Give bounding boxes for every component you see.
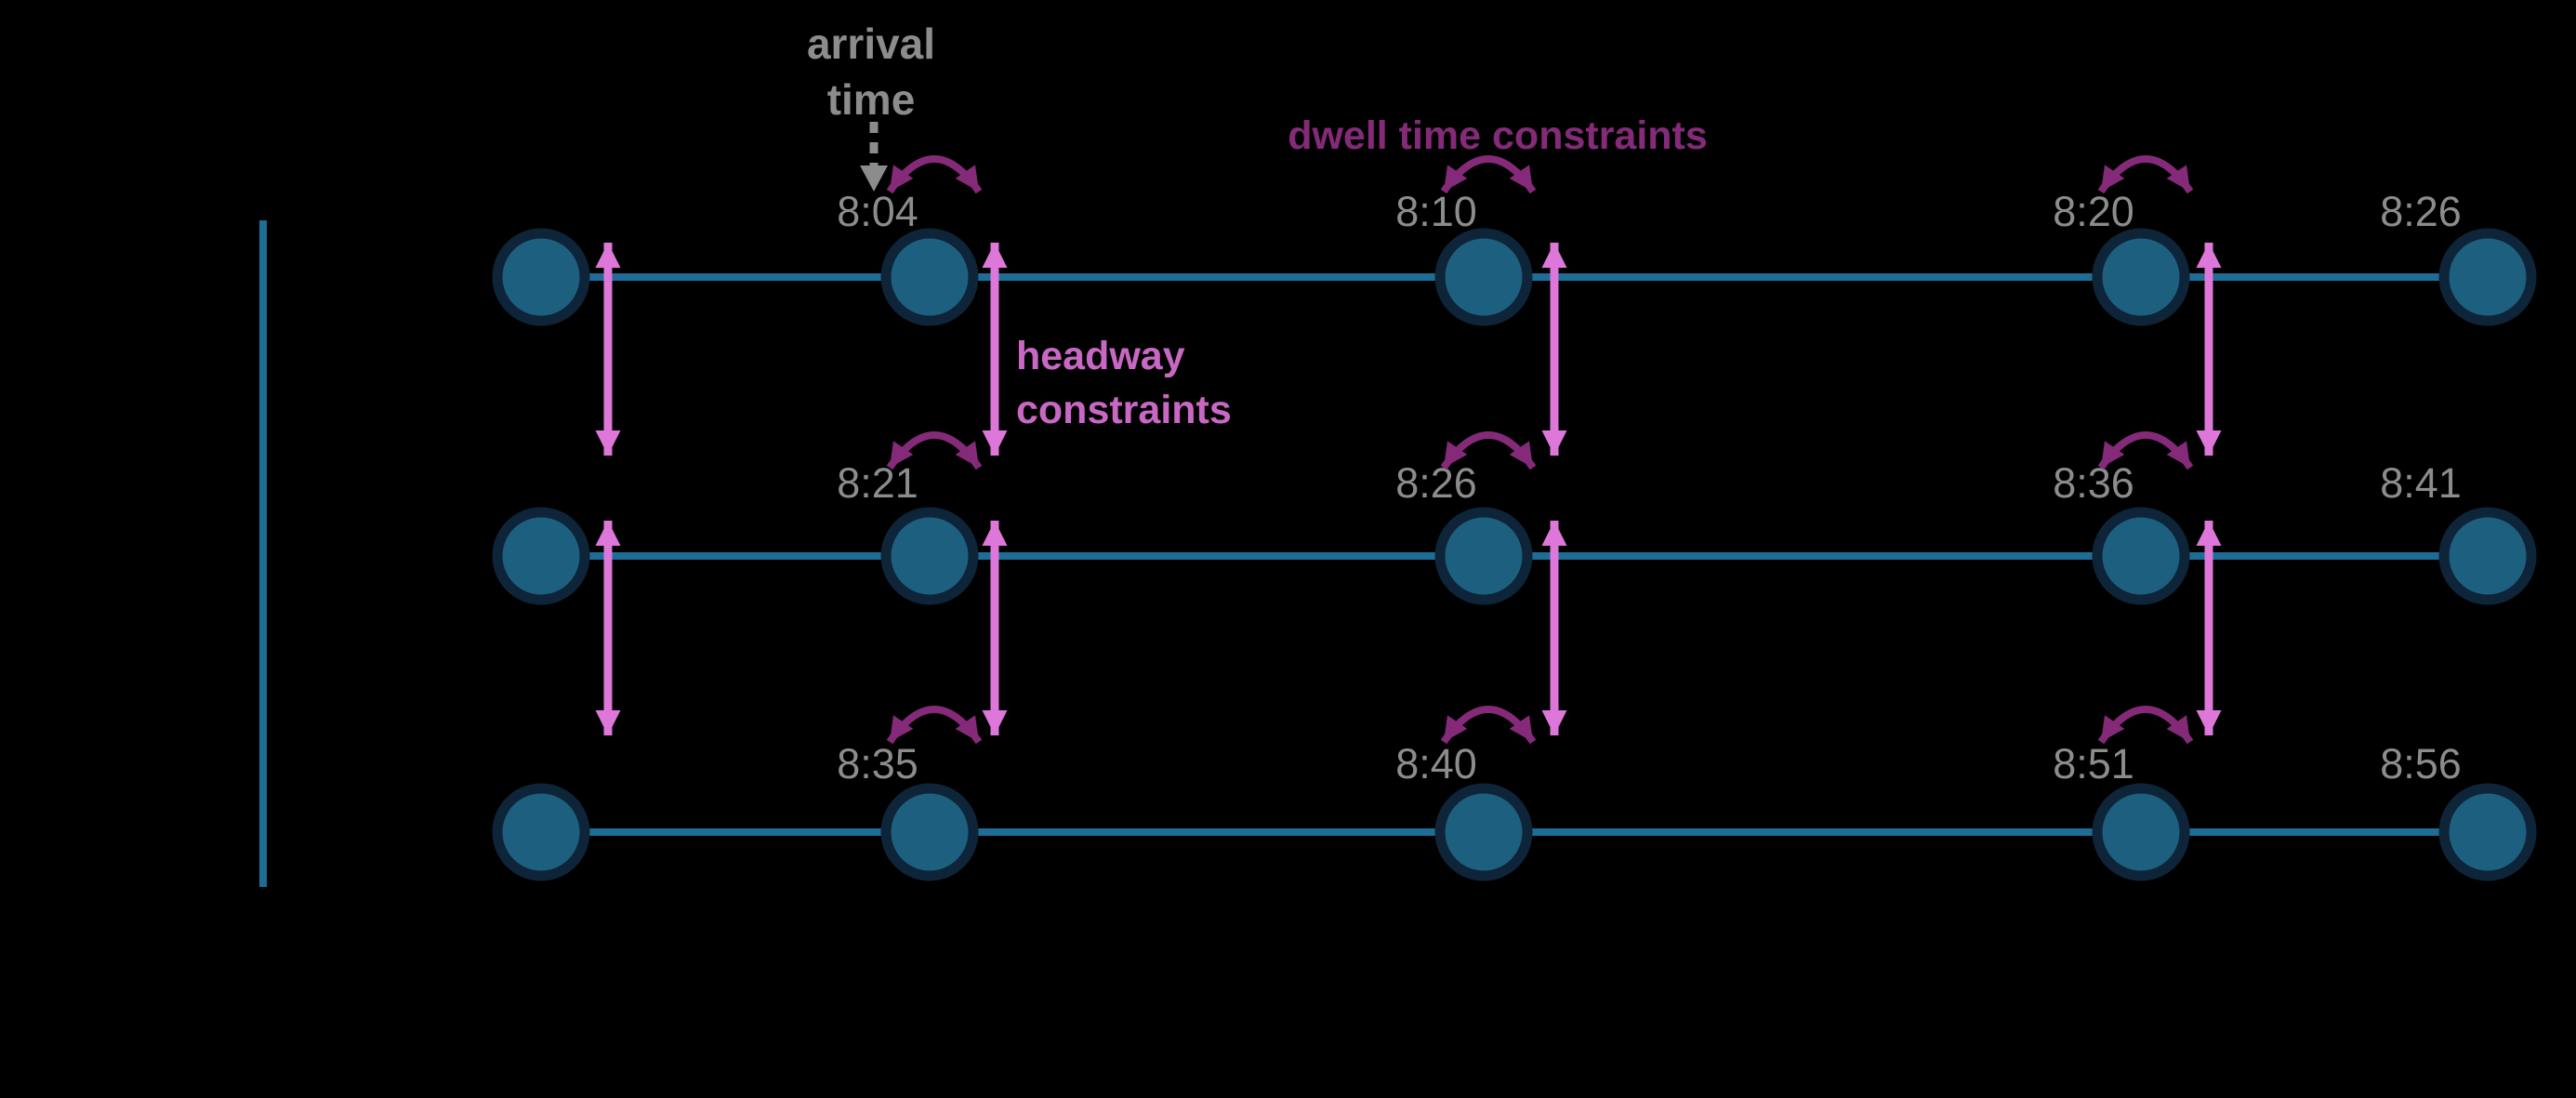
train-2-arrival-time-label-4: 8:36 (2053, 459, 2134, 507)
train-3-station-node-3 (1434, 783, 1533, 881)
headway-constraints-annotation-line2: constraints (1016, 388, 1232, 432)
dwell-arrow-row3-3 (2097, 706, 2194, 745)
train-1-arrival-time-label-4: 8:20 (2053, 188, 2134, 235)
train-2-station-node-4 (2092, 507, 2190, 605)
dwell-arrow-row2-3 (2097, 431, 2194, 470)
train-1-station-node-4 (2092, 228, 2190, 326)
dwell-arrow-row1-2 (1440, 155, 1537, 194)
arrival-time-pointer-arrowhead-icon (860, 165, 888, 192)
train-2-station-node-3 (1434, 507, 1533, 605)
dwell-arrow-row2-2 (1440, 431, 1537, 470)
train-2-station-node-2 (880, 507, 979, 605)
train-1-station-node-5 (2438, 228, 2537, 326)
train-1-station-node-3 (1434, 228, 1533, 326)
train-1-station-node-2 (880, 228, 979, 326)
dwell-arrow-row3-2 (1440, 706, 1537, 745)
train-3-station-node-2 (880, 783, 979, 881)
train-3-arrival-time-label-3: 8:40 (1395, 740, 1477, 787)
train-2-arrival-time-label-2: 8:21 (837, 459, 918, 507)
dwell-time-constraints-annotation: dwell time constraints (1288, 113, 1708, 158)
train-1-station-node-1 (492, 228, 590, 326)
dwell-arrow-row3-1 (886, 706, 983, 745)
train-1-arrival-time-label-5: 8:26 (2380, 188, 2462, 235)
train-1-arrival-time-label-3: 8:10 (1395, 188, 1477, 235)
arrival-time-annotation-line1: arrival (807, 20, 935, 68)
train-2-station-node-1 (492, 507, 590, 605)
train-3-arrival-time-label-5: 8:56 (2380, 740, 2462, 787)
train-3-station-node-4 (2092, 783, 2190, 881)
train-2-arrival-time-label-3: 8:26 (1395, 459, 1477, 507)
train-1-arrival-time-label-2: 8:04 (837, 188, 918, 235)
train-3-station-node-1 (492, 783, 590, 881)
train-3-arrival-time-label-2: 8:35 (837, 740, 918, 787)
train-2-arrival-time-label-5: 8:41 (2380, 459, 2462, 507)
dwell-arrow-row1-3 (2097, 155, 2194, 194)
train-3-arrival-time-label-4: 8:51 (2053, 740, 2134, 787)
train-2-station-node-5 (2438, 507, 2537, 605)
dwell-arrow-row2-1 (886, 431, 983, 470)
dwell-arrow-row1-1 (886, 155, 983, 194)
train-3-station-node-5 (2438, 783, 2537, 881)
arrival-time-annotation-line2: time (827, 75, 916, 124)
headway-constraints-annotation-line1: headway (1016, 334, 1185, 378)
